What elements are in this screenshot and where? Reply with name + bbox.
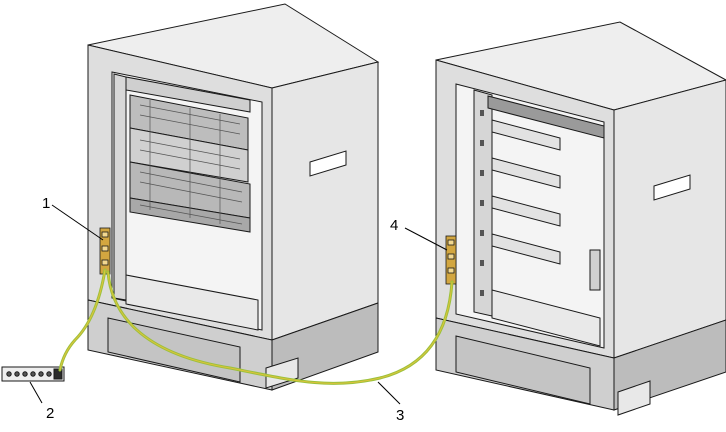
leader-1 (51, 204, 104, 241)
right-shelf-1 (491, 119, 561, 151)
right-ground-bar (445, 235, 457, 285)
left-top-panel (125, 76, 251, 113)
left-equipment-details (139, 100, 243, 225)
right-side-bracket (589, 249, 601, 291)
ground-cables (58, 268, 454, 385)
right-side-handle-icon (653, 174, 691, 201)
left-cabinet-side (271, 61, 379, 341)
left-side-handle-icon (309, 150, 347, 177)
left-mounting-rail (113, 73, 127, 301)
callout-label-4: 4 (390, 217, 398, 234)
right-rail-holes (480, 110, 484, 296)
left-cabinet (87, 3, 380, 391)
left-equipment-unit-2 (129, 127, 249, 183)
left-cable-tray (125, 274, 259, 331)
left-ground-bar (99, 227, 111, 275)
leader-3 (377, 381, 401, 405)
right-shelf-2 (491, 157, 561, 189)
right-top-unit (487, 95, 605, 139)
callout-leaders (29, 204, 448, 405)
right-cable-tray (491, 289, 601, 347)
right-base-handle-icon (617, 380, 651, 416)
external-ground-bar (1, 366, 65, 382)
right-cabinet (435, 21, 726, 416)
leader-4 (404, 227, 448, 251)
callout-label-3: 3 (396, 407, 404, 424)
leader-2 (29, 381, 43, 404)
callout-label-1: 1 (42, 195, 50, 212)
right-cabinet-side (613, 79, 726, 359)
right-shelf-4 (491, 233, 561, 265)
callout-label-2: 2 (46, 405, 54, 422)
right-base-recess (455, 335, 591, 405)
right-shelf-3 (491, 195, 561, 227)
